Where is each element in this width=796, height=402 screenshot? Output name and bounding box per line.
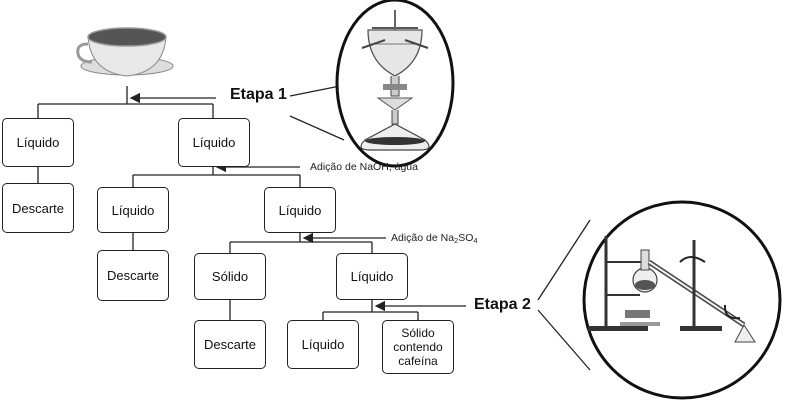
node-liquido-4: Líquido (287, 320, 359, 369)
node-solido-cafeina: Sólido contendo cafeína (382, 320, 454, 374)
annotation-na2so4: Adição de Na2SO4 (391, 232, 478, 245)
tea-cup-icon (76, 27, 174, 77)
node-descarte-1: Descarte (2, 183, 74, 233)
node-liquido-right: Líquido (178, 118, 250, 167)
stage-label-1: Etapa 1 (230, 86, 287, 103)
annotation-naoh: Adição de NaOH, água (310, 161, 418, 173)
node-liquido-left: Líquido (2, 118, 74, 167)
node-liquido-3: Líquido (336, 253, 408, 300)
node-descarte-3: Descarte (194, 320, 266, 369)
node-descarte-2: Descarte (97, 250, 169, 301)
separatory-funnel-icon (335, 0, 455, 168)
node-liquido-2b: Líquido (264, 187, 336, 233)
distillation-apparatus-icon (582, 200, 782, 400)
stage-label-2: Etapa 2 (474, 296, 531, 313)
node-solido: Sólido (194, 253, 266, 300)
node-liquido-2a: Líquido (97, 187, 169, 233)
